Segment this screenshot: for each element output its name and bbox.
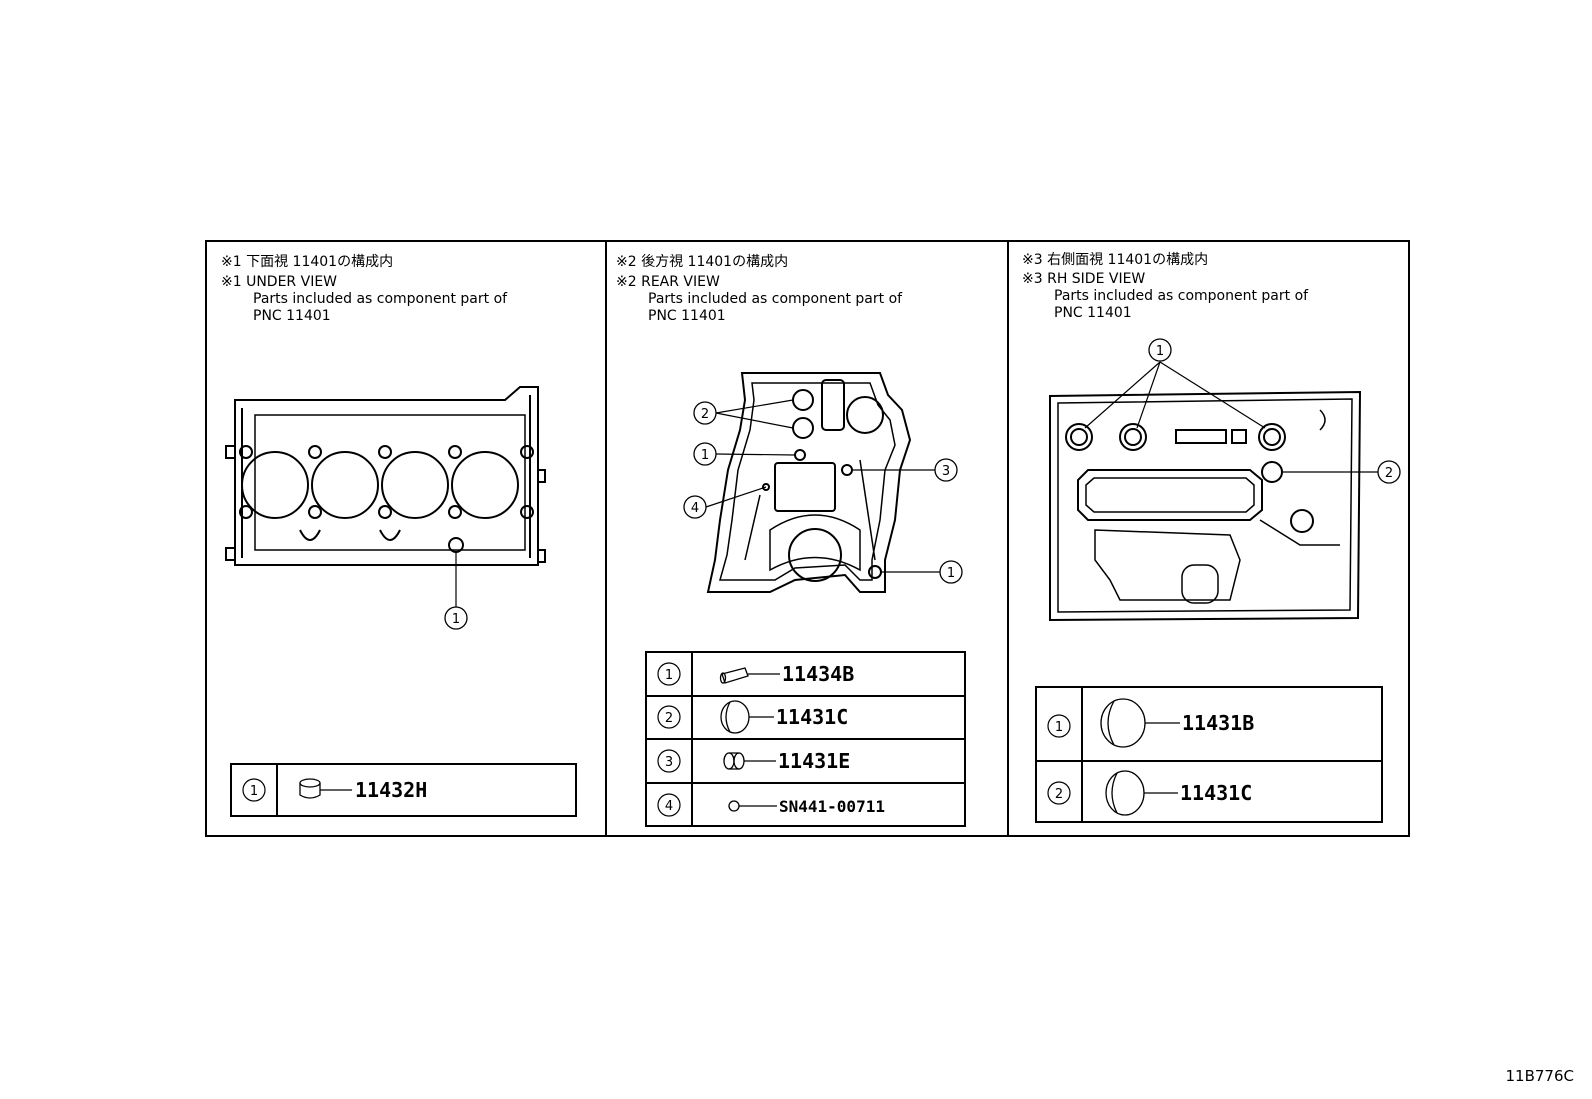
- callout-marker: [1377, 460, 1401, 484]
- panel-3-title-jp: ※3 右側面視 11401の構成内: [1022, 252, 1208, 268]
- callout-number: 1: [701, 448, 709, 463]
- part-number: 11431E: [778, 749, 850, 773]
- panel-rh-side-view: ※3 右側面視 11401の構成内 ※3 RH SIDE VIEW Parts …: [1022, 252, 1401, 823]
- panel-1-title-en: ※1 UNDER VIEW: [221, 274, 337, 290]
- rear-view-leaders: [705, 399, 940, 573]
- cap-plug-icon: [1105, 770, 1145, 816]
- callout-marker: [1148, 338, 1172, 362]
- panel-3-title-en: ※3 RH SIDE VIEW: [1022, 271, 1145, 287]
- ball-icon: [728, 800, 740, 812]
- callout-marker: [693, 401, 717, 425]
- callout-marker: [693, 442, 717, 466]
- part-number: 11431C: [776, 705, 848, 729]
- part-number: 11431C: [1180, 781, 1252, 805]
- callout-number: 3: [942, 464, 950, 479]
- panel-3-desc-2: PNC 11401: [1054, 305, 1132, 321]
- panel-2-title-jp: ※2 後方視 11401の構成内: [616, 254, 788, 270]
- panel-3-desc-1: Parts included as component part of: [1054, 288, 1309, 304]
- callout-marker: [444, 606, 468, 630]
- reference-code: 11B776C: [1505, 1067, 1574, 1085]
- panel-2-desc-2: PNC 11401: [648, 308, 726, 324]
- table-ref-number: 1: [250, 784, 258, 799]
- callout-number: 1: [947, 566, 955, 581]
- plug-icon: [299, 778, 321, 799]
- pin-icon: [719, 667, 749, 684]
- callout-number: 4: [691, 501, 699, 516]
- table-ref-number: 1: [1055, 720, 1063, 735]
- callout-marker: [934, 458, 958, 482]
- callout-marker: [683, 495, 707, 519]
- rear-view-block-drawing: [706, 372, 912, 593]
- panel-2-parts-table: 1 11434B 2 11431C 3 11431E: [645, 651, 966, 827]
- part-number: 11431B: [1182, 711, 1254, 735]
- table-ref-number: 2: [1055, 787, 1063, 802]
- panel-rear-view: ※2 後方視 11401の構成内 ※2 REAR VIEW Parts incl…: [616, 254, 966, 827]
- panel-under-view: ※1 下面視 11401の構成内 ※1 UNDER VIEW Parts inc…: [221, 254, 577, 817]
- part-number: SN441-00711: [779, 797, 885, 816]
- table-ref-number: 2: [665, 711, 673, 726]
- table-ref-number: 3: [665, 755, 673, 770]
- panel-1-title-jp: ※1 下面視 11401の構成内: [221, 254, 393, 270]
- panel-1-parts-table: 1 11432H: [230, 763, 577, 817]
- callout-number: 1: [1156, 344, 1164, 359]
- cap-plug-icon: [720, 700, 750, 734]
- cap-plug-icon: [1100, 698, 1146, 748]
- callout-marker: [939, 560, 963, 584]
- rh-side-block-drawing: [1049, 390, 1362, 622]
- under-view-block-drawing: [225, 386, 546, 566]
- table-ref-number: 1: [665, 668, 673, 683]
- rear-view-callouts: 2 1 4 3 1: [683, 401, 963, 584]
- sleeve-plug-icon: [723, 752, 745, 770]
- part-number: 11432H: [355, 778, 427, 802]
- panel-2-title-en: ※2 REAR VIEW: [616, 274, 720, 290]
- part-number: 11434B: [782, 662, 854, 686]
- callout-number: 2: [701, 407, 709, 422]
- rh-side-callouts: 1 2: [1148, 338, 1401, 484]
- callout-number: 2: [1385, 466, 1393, 481]
- panel-2-desc-1: Parts included as component part of: [648, 291, 903, 307]
- table-ref-number: 4: [665, 799, 673, 814]
- callout-number: 1: [452, 612, 460, 627]
- rh-side-leaders: [1084, 361, 1378, 473]
- outer-frame: [205, 240, 1410, 837]
- panel-1-desc-2: PNC 11401: [253, 308, 331, 324]
- panel-3-parts-table: 1 11431B 2 11431C: [1035, 686, 1383, 823]
- panel-1-desc-1: Parts included as component part of: [253, 291, 508, 307]
